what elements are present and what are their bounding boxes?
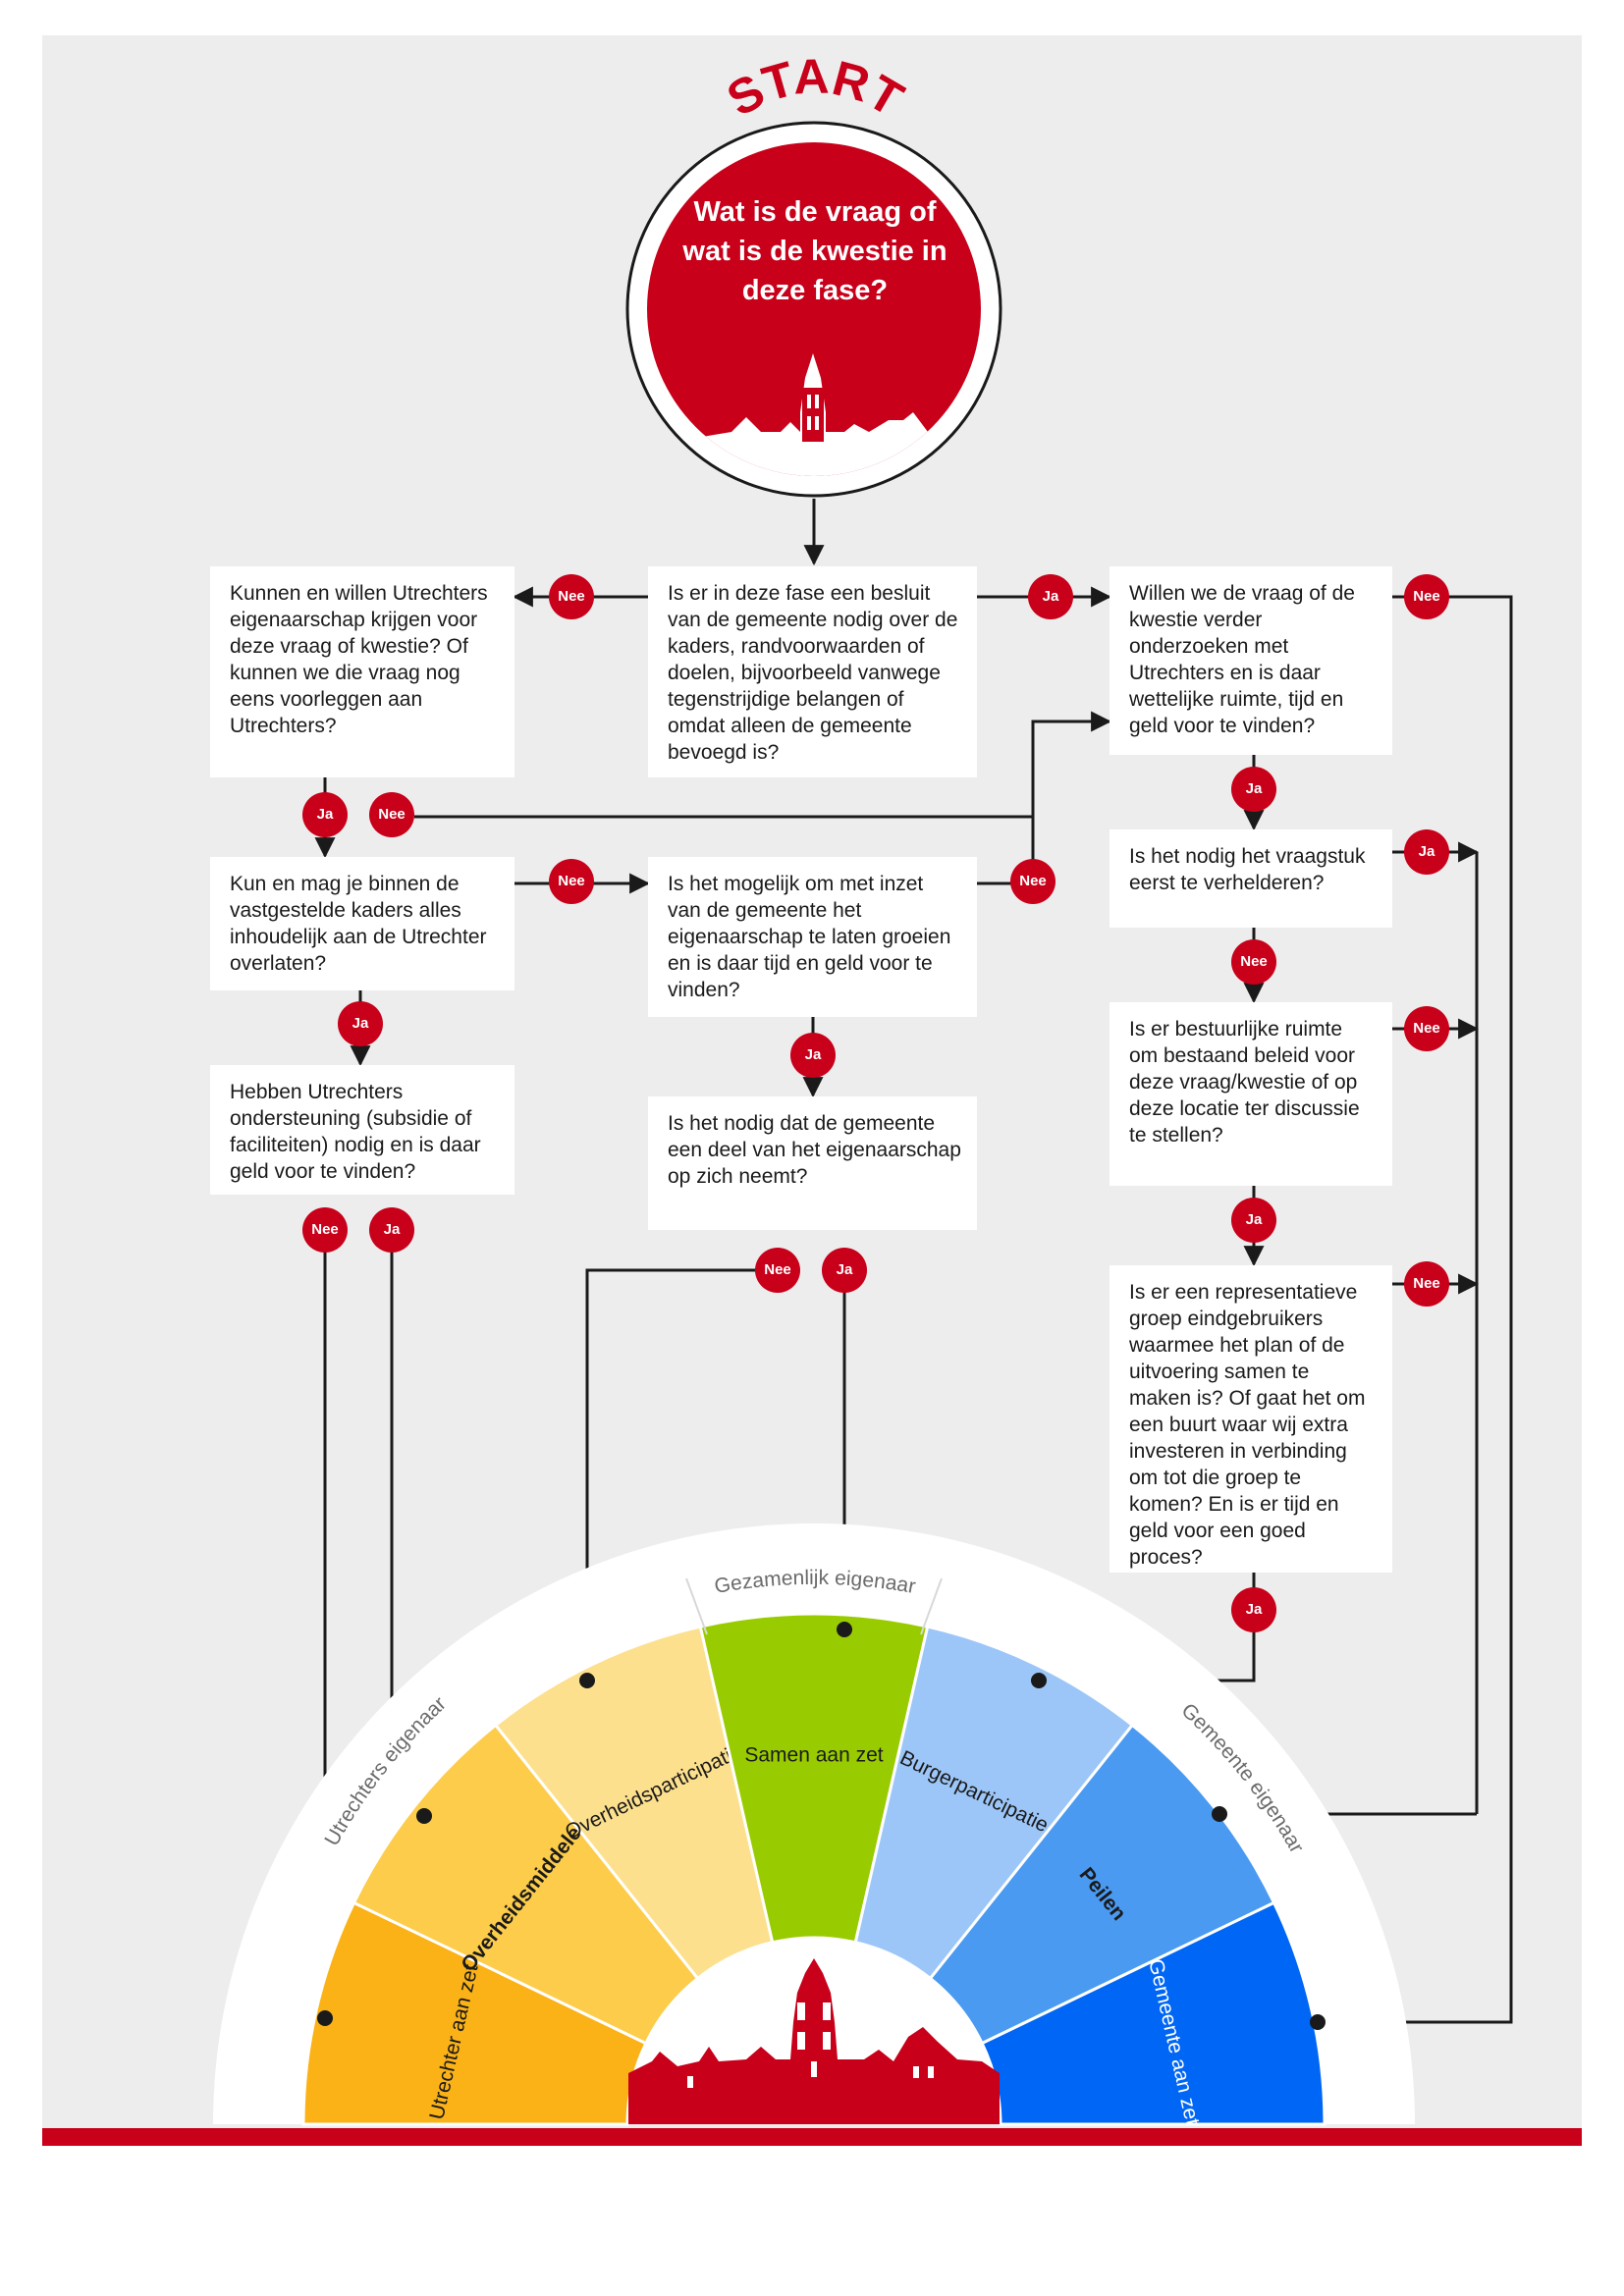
box-deel-eigenaarschap: Is het nodig dat de gemeente een deel va… — [648, 1096, 977, 1230]
badge-nee: Nee — [302, 1207, 348, 1253]
segment-overheidsmiddelen — [352, 1723, 700, 2046]
badge-ja: Ja — [790, 1033, 836, 1078]
connector-endpoints — [317, 1622, 1326, 2030]
badge-nee: Nee — [1404, 1006, 1449, 1051]
bottom-bar — [42, 2128, 1582, 2146]
badge-ja: Ja — [822, 1248, 867, 1293]
box-verhelderen: Is het nodig het vraagstuk eerst te verh… — [1110, 829, 1392, 928]
badge-ja: Ja — [369, 1207, 414, 1253]
badge-nee: Nee — [1404, 574, 1449, 619]
ring-dividers — [685, 1577, 943, 1635]
badge-ja: Ja — [302, 792, 348, 837]
segment-peilen — [928, 1723, 1276, 2046]
segment-gemeente-aan-zet — [980, 1900, 1326, 2126]
box-ondersteuning: Hebben Utrechters ondersteuning (subsidi… — [210, 1065, 514, 1195]
box-bestuurlijke-ruimte: Is er bestuurlijke ruimte om bestaand be… — [1110, 1002, 1392, 1186]
feeder-arrows — [1458, 841, 1480, 1295]
segment-overheidsparticipatie — [493, 1625, 775, 1981]
start-question: Wat is de vraag of wat is de kwestie in … — [682, 196, 947, 306]
badge-nee: Nee — [549, 859, 594, 904]
badge-nee: Nee — [755, 1248, 800, 1293]
box-laten-groeien: Is het mogelijk om met inzet van de geme… — [648, 857, 977, 1017]
badge-ja: Ja — [1231, 1587, 1276, 1632]
badge-nee: Nee — [1231, 939, 1276, 985]
badge-ja: Ja — [1231, 767, 1276, 812]
box-overlaten: Kun en mag je binnen de vastgestelde kad… — [210, 857, 514, 990]
segment-samen-aan-zet — [698, 1612, 930, 1945]
ownership-dial: Utrechter aan zetOverheidsmiddelenOverhe… — [213, 1523, 1415, 2127]
badge-nee: Nee — [1404, 1261, 1449, 1307]
box-besluit: Is er in deze fase een besluit van de ge… — [648, 566, 977, 777]
box-onderzoeken: Willen we de vraag of de kwestie verder … — [1110, 566, 1392, 755]
badge-nee: Nee — [1010, 859, 1056, 904]
badge-ja: Ja — [338, 1001, 383, 1046]
box-eigenaarschap-utrechters: Kunnen en willen Utrechters eigenaarscha… — [210, 566, 514, 777]
segment-burgerparticipatie — [853, 1625, 1135, 1981]
start-skyline-icon — [647, 353, 981, 476]
badge-nee: Nee — [549, 574, 594, 619]
badge-nee: Nee — [369, 792, 414, 837]
utrecht-skyline-icon — [628, 1958, 1000, 2124]
badge-ja: Ja — [1404, 829, 1449, 875]
box-representatieve-groep: Is er een representatieve groep eindgebr… — [1110, 1265, 1392, 1573]
badge-ja: Ja — [1028, 574, 1073, 619]
badge-ja: Ja — [1231, 1198, 1276, 1243]
segment-label: Samen aan zet — [744, 1744, 883, 1767]
